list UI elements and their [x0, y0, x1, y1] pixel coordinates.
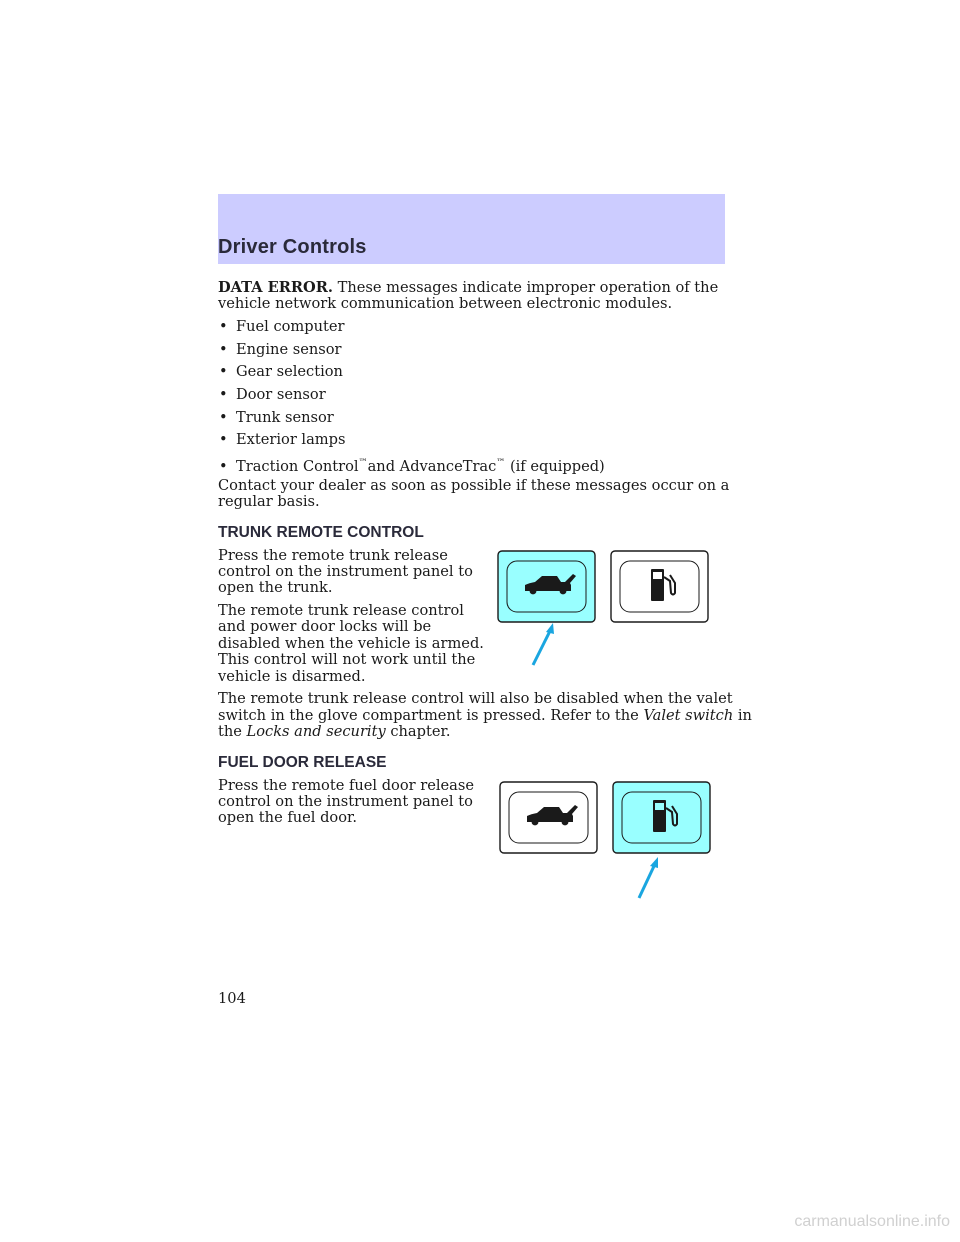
trunk-p1-line: control on the instrument panel to — [218, 563, 473, 580]
valet-switch-ref: Valet switch — [643, 707, 734, 724]
contact-line-2: regular basis. — [218, 493, 320, 510]
trunk-button-bezel — [506, 560, 587, 613]
page-section-title: Driver Controls — [218, 236, 367, 258]
list-item: •Trunk sensor — [219, 409, 334, 426]
data-error-line-2: vehicle network communication between el… — [218, 295, 673, 312]
trunk-p3-line-3: the Locks and security chapter. — [218, 723, 451, 740]
fuel-p1-line: control on the instrument panel to — [218, 793, 473, 810]
list-item: •Door sensor — [219, 386, 326, 403]
pointer-arrowhead — [650, 857, 658, 868]
trunk-p1-line: open the trunk. — [218, 579, 333, 596]
data-error-lead: DATA ERROR. — [218, 279, 333, 296]
data-error-line-1: DATA ERROR. These messages indicate impr… — [218, 279, 719, 297]
list-item-traction: •Traction Control™and AdvanceTrac™ (if e… — [219, 457, 605, 475]
trunk-open-icon — [525, 574, 576, 595]
trunk-p2-line: and power door locks will be — [218, 618, 432, 635]
data-error-text-1: These messages indicate improper operati… — [337, 279, 719, 296]
list-item: •Engine sensor — [219, 341, 342, 358]
trunk-remote-heading: TRUNK REMOTE CONTROL — [218, 524, 424, 541]
trunk-p2-line: disabled when the vehicle is armed. — [218, 635, 484, 652]
fuel-door-heading: FUEL DOOR RELEASE — [218, 754, 387, 771]
trunk-p3-line-2: switch in the glove compartment is press… — [218, 707, 752, 724]
list-item: •Gear selection — [219, 363, 343, 380]
fuel-p1-line: Press the remote fuel door release — [218, 777, 474, 794]
page-number: 104 — [218, 990, 246, 1007]
fuel-p1-line: open the fuel door. — [218, 809, 358, 826]
fuel-release-figure — [499, 781, 711, 899]
trunk-p2-line: The remote trunk release control — [218, 602, 464, 619]
fuel-pump-icon — [653, 800, 678, 832]
watermark[interactable]: carmanualsonline.info — [794, 1213, 950, 1230]
trunk-button-bezel — [508, 791, 589, 844]
locks-security-ref: Locks and security — [246, 723, 386, 740]
list-item: •Fuel computer — [219, 318, 345, 335]
fuel-pump-icon — [651, 569, 676, 601]
trunk-open-icon — [527, 805, 578, 826]
trunk-p2-line: vehicle is disarmed. — [218, 668, 366, 685]
trunk-p3-line-1: The remote trunk release control will al… — [218, 690, 733, 707]
fuel-button-bezel — [619, 560, 700, 613]
header-band — [218, 194, 725, 264]
fuel-button-bezel — [621, 791, 702, 844]
pointer-arrow — [531, 628, 553, 666]
contact-line-1: Contact your dealer as soon as possible … — [218, 477, 730, 494]
trunk-release-figure — [497, 550, 709, 666]
pointer-arrowhead — [546, 623, 554, 634]
trunk-p1-line: Press the remote trunk release — [218, 547, 448, 564]
trunk-p2-line: This control will not work until the — [218, 651, 476, 668]
list-item: •Exterior lamps — [219, 431, 346, 448]
pointer-arrow — [637, 863, 657, 899]
